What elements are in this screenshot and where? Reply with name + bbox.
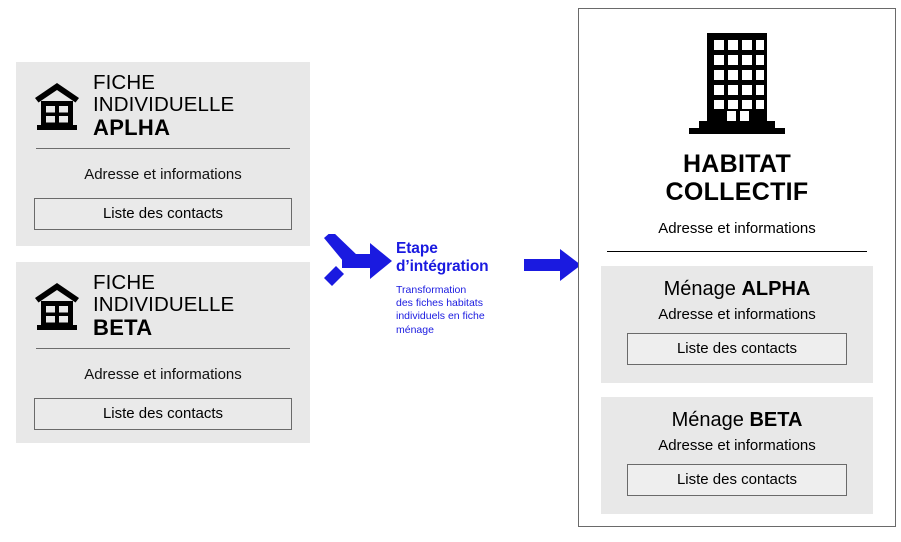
collective-title: HABITAT COLLECTIF bbox=[601, 150, 873, 207]
menage-card-alpha[interactable]: Ménage ALPHA Adresse et informations Lis… bbox=[601, 265, 873, 383]
collective-icon-wrap bbox=[601, 31, 873, 142]
individual-card-beta[interactable]: FICHE INDIVIDUELLE BETA Adresse et infor… bbox=[16, 262, 310, 443]
collective-title-line-2: COLLECTIF bbox=[665, 178, 809, 207]
individual-card-alpha[interactable]: FICHE INDIVIDUELLE APLHA Adresse et info… bbox=[16, 62, 310, 246]
collective-address: Adresse et informations bbox=[658, 219, 816, 237]
individual-card-title: FICHE INDIVIDUELLE BETA bbox=[93, 271, 292, 341]
menage-title-bold: ALPHA bbox=[741, 277, 811, 300]
menage-address: Adresse et informations bbox=[658, 436, 816, 454]
integration-step-title: Etape d’intégration bbox=[396, 240, 522, 277]
integration-step-title-line-1: Etape bbox=[396, 240, 438, 257]
integration-step-title-line-2: d’intégration bbox=[396, 258, 489, 276]
individual-card-address: Adresse et informations bbox=[84, 366, 242, 383]
contacts-list-button[interactable]: Liste des contacts bbox=[34, 398, 292, 430]
integration-step-subtitle-line-1: Transformation bbox=[396, 283, 467, 296]
individual-card-title: FICHE INDIVIDUELLE APLHA bbox=[93, 71, 292, 141]
integration-step-subtitle-line-2: des fiches habitats bbox=[396, 297, 483, 309]
menage-title-regular: Ménage bbox=[663, 277, 742, 300]
divider bbox=[36, 148, 290, 149]
menage-title-regular: Ménage bbox=[671, 408, 750, 431]
merge-arrow-icon bbox=[324, 234, 392, 286]
integration-step-subtitle-line-3: individuels en fiche ménage bbox=[396, 310, 485, 336]
divider bbox=[607, 250, 867, 252]
menage-title: Ménage ALPHA bbox=[627, 278, 847, 300]
individual-card-title-bold: BETA bbox=[93, 315, 153, 341]
menage-title: Ménage BETA bbox=[627, 409, 847, 431]
contacts-list-button[interactable]: Liste des contacts bbox=[34, 198, 292, 230]
individual-card-header: FICHE INDIVIDUELLE BETA bbox=[34, 271, 292, 340]
office-building-icon bbox=[689, 33, 785, 134]
collective-title-line-1: HABITAT bbox=[682, 150, 792, 178]
individual-card-title-regular: FICHE INDIVIDUELLE bbox=[93, 71, 235, 117]
menage-card-beta[interactable]: Ménage BETA Adresse et informations List… bbox=[601, 396, 873, 514]
right-arrow-icon bbox=[524, 249, 581, 281]
integration-step-subtitle: Transformation des fiches habitats indiv… bbox=[396, 284, 522, 338]
menage-title-bold: BETA bbox=[749, 408, 803, 431]
individual-card-title-bold: APLHA bbox=[93, 115, 171, 141]
menage-address: Adresse et informations bbox=[658, 305, 816, 323]
collective-habitat-panel[interactable]: HABITAT COLLECTIF Adresse et information… bbox=[578, 8, 896, 527]
house-icon bbox=[35, 283, 79, 330]
divider bbox=[36, 348, 290, 349]
contacts-list-button[interactable]: Liste des contacts bbox=[627, 332, 847, 365]
integration-step-block: Etape d’intégration Transformation des f… bbox=[396, 240, 522, 337]
individual-card-header: FICHE INDIVIDUELLE APLHA bbox=[34, 71, 292, 140]
individual-card-title-regular: FICHE INDIVIDUELLE bbox=[93, 271, 235, 317]
contacts-list-button[interactable]: Liste des contacts bbox=[627, 463, 847, 496]
individual-card-address: Adresse et informations bbox=[84, 166, 242, 183]
house-icon bbox=[35, 83, 79, 130]
